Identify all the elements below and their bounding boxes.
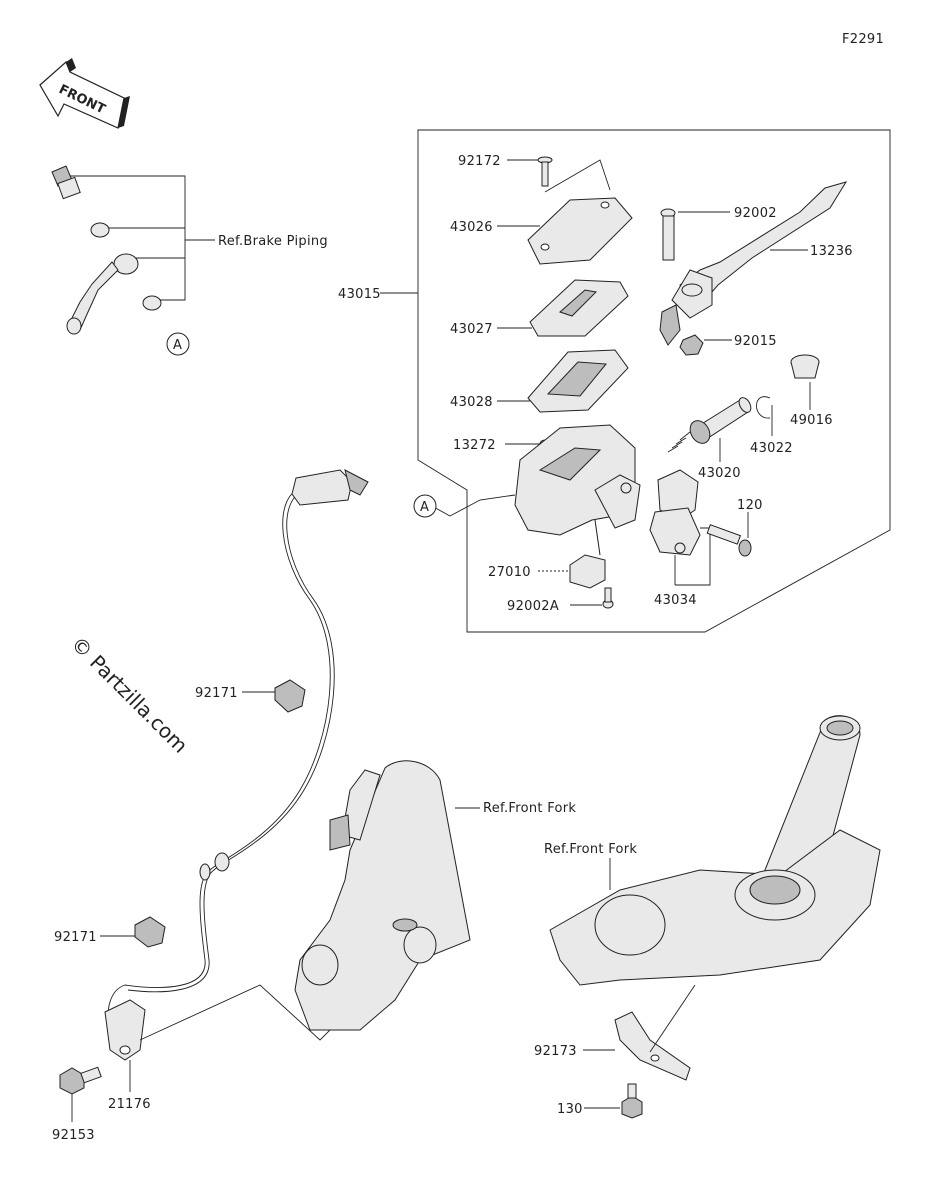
- part-label-43026: 43026: [450, 220, 493, 235]
- part-label-92153: 92153: [52, 1128, 95, 1143]
- handlebar-clamp-icon: [649, 469, 701, 556]
- assembly-outline: [417, 129, 891, 633]
- bracket-bolt-icon: [621, 1083, 643, 1119]
- washer-icon: [90, 222, 110, 238]
- part-label-92172: 92172: [458, 154, 501, 169]
- wire-clamp-icon: [134, 916, 166, 948]
- banjo-bolt-icon: [51, 165, 81, 200]
- part-label-43022: 43022: [750, 441, 793, 456]
- part-label-120: 120: [737, 498, 763, 513]
- part-label-13236: 13236: [810, 244, 853, 259]
- switch-screw-icon: [602, 587, 614, 609]
- part-label-43028: 43028: [450, 395, 493, 410]
- lever-pivot-bolt-icon: [660, 208, 676, 261]
- ref-front-fork-lower-label: Ref.Front Fork: [544, 842, 637, 857]
- part-label-43020: 43020: [698, 466, 741, 481]
- clamp-bolt-icon: [706, 524, 752, 557]
- ref-circle-a-label: A: [420, 500, 429, 515]
- master-cylinder-body-icon: [514, 424, 641, 536]
- ref-front-fork-upper-label: Ref.Front Fork: [483, 801, 576, 816]
- part-label-92015: 92015: [734, 334, 777, 349]
- front-arrow-icon: FRONT: [39, 58, 130, 129]
- wire-clamp-icon: [274, 679, 306, 713]
- diaphragm-plate-icon: [529, 279, 629, 337]
- piston-kit-icon: [667, 397, 752, 453]
- abs-sensor-icon: [104, 999, 146, 1061]
- ref-circle-a: [413, 494, 437, 518]
- figure-code: F2291: [842, 32, 884, 47]
- diaphragm-icon: [527, 349, 629, 413]
- ref-circle-a-label: A: [173, 338, 182, 353]
- ref-brake-piping-label: Ref.Brake Piping: [218, 234, 328, 249]
- watermark: © Partzilla.com: [66, 632, 192, 758]
- part-label-130: 130: [557, 1102, 583, 1117]
- ref-circle-a: [166, 332, 190, 356]
- part-label-43027: 43027: [450, 322, 493, 337]
- part-label-92173: 92173: [534, 1044, 577, 1059]
- part-label-43034: 43034: [654, 593, 697, 608]
- front-fork-right-icon: [549, 715, 881, 986]
- brake-piping-group: Ref.Brake Piping A: [51, 165, 328, 356]
- part-label-49016: 49016: [790, 413, 833, 428]
- brake-switch-icon: [569, 519, 606, 589]
- part-label-13272: 13272: [453, 438, 496, 453]
- part-label-43015: 43015: [338, 287, 381, 302]
- part-label-92002: 92002: [734, 206, 777, 221]
- front-fork-left-icon: [294, 760, 471, 1031]
- circlip-icon: [756, 396, 771, 419]
- reservoir-cover-icon: [527, 197, 633, 265]
- part-label-92171-lower: 92171: [54, 930, 97, 945]
- part-label-92002A: 92002A: [507, 599, 559, 614]
- screw-icon: [537, 156, 553, 187]
- nut-icon: [679, 334, 704, 356]
- part-label-92171-upper: 92171: [195, 686, 238, 701]
- brake-lever-icon: [659, 181, 848, 346]
- abs-sensor-wire: [107, 469, 369, 1031]
- washer-icon: [142, 295, 162, 311]
- banjo-fitting-icon: [66, 253, 139, 335]
- part-label-27010: 27010: [488, 565, 531, 580]
- bracket-icon: [614, 1011, 691, 1081]
- dust-boot-icon: [790, 354, 820, 379]
- sensor-bolt-icon: [59, 1066, 102, 1095]
- part-label-21176: 21176: [108, 1097, 151, 1112]
